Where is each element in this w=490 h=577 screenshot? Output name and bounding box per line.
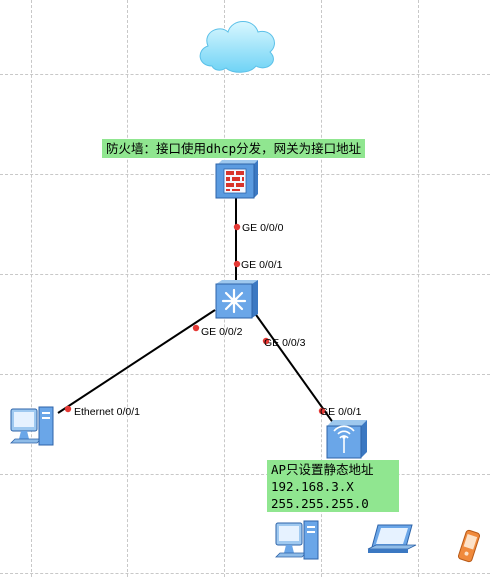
grid-line — [0, 74, 490, 75]
grid-line — [0, 274, 490, 275]
grid-line — [0, 374, 490, 375]
firewall-note: 防火墙：接口使用dhcp分发，网关为接口地址 — [102, 139, 366, 158]
pc-icon[interactable] — [272, 517, 322, 571]
port-dot — [262, 337, 270, 345]
port-dot — [192, 324, 200, 332]
port-label-pc-eth001: Ethernet 0/0/1 — [74, 406, 140, 418]
port-dot — [233, 260, 241, 268]
port-label-sw-ge003: GE 0/0/3 — [264, 337, 306, 349]
ap-note-ip: 192.168.3.X — [271, 479, 354, 494]
switch-icon[interactable] — [212, 280, 258, 324]
pc-icon[interactable] — [7, 403, 57, 457]
grid-line — [127, 0, 128, 577]
port-dot — [318, 407, 326, 415]
ap-note-mask: 255.255.255.0 — [271, 496, 369, 511]
port-label-sw-ge001: GE 0/0/1 — [241, 259, 283, 271]
grid-line — [0, 573, 490, 574]
port-label-sw-ge002: GE 0/0/2 — [201, 326, 243, 338]
grid-line — [31, 0, 32, 577]
grid-line — [321, 0, 322, 577]
grid-line — [0, 474, 490, 475]
port-label-ap-ge001: GE 0/0/1 — [320, 406, 362, 418]
grid-line — [418, 0, 419, 577]
ap-icon[interactable] — [323, 420, 367, 464]
port-dot — [64, 405, 72, 413]
ap-note-title: AP只设置静态地址 — [271, 462, 374, 477]
cloud-icon[interactable] — [192, 10, 280, 80]
port-dot — [233, 223, 241, 231]
port-label-fw-ge000: GE 0/0/0 — [242, 222, 284, 234]
firewall-icon[interactable] — [212, 160, 258, 204]
link-switch-ap[interactable] — [253, 311, 335, 425]
mobile-phone-icon[interactable] — [457, 529, 481, 567]
laptop-icon[interactable] — [366, 523, 418, 563]
ap-note: AP只设置静态地址 192.168.3.X 255.255.255.0 — [267, 460, 399, 512]
link-switch-pc[interactable] — [57, 309, 216, 414]
